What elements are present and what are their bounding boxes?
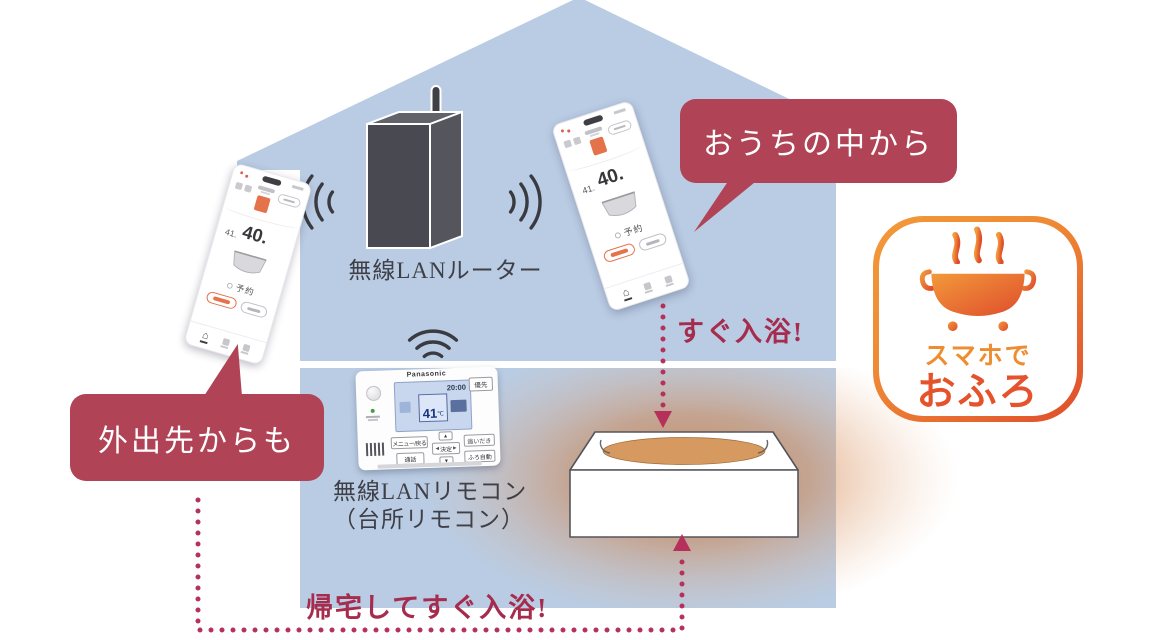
nav-item-icon — [642, 281, 653, 294]
badge-line1: スマホで — [924, 342, 1032, 370]
current-temp: 41. — [224, 226, 239, 240]
remote-speaker — [365, 442, 385, 457]
phone-frame: 41. 40. 予約 ⌂ — [183, 162, 313, 366]
remote-lcd-mode-icon — [399, 401, 411, 413]
status-pill — [582, 114, 604, 126]
remote-lcd: 20:00 41℃ — [393, 379, 473, 433]
clock-icon — [614, 230, 623, 239]
nav-home-icon: ⌂ — [199, 329, 211, 345]
callout-from-inside: おうちの中から — [680, 99, 957, 232]
notification-dot-icon — [560, 129, 565, 133]
wifi-right-icon — [508, 174, 542, 230]
phone-frame: 41. 40. 予約 ⌂ — [550, 99, 692, 313]
dotted-arrow-phone-to-tub — [654, 303, 672, 428]
status-button — [606, 119, 633, 137]
router-label: 無線LANルーター — [348, 258, 543, 283]
remote-eco-led — [370, 408, 375, 413]
app-header-icons — [563, 136, 582, 149]
nav-home-icon: ⌂ — [621, 286, 633, 302]
notification-dot-icon — [566, 129, 571, 133]
status-pill — [261, 175, 282, 186]
reserve-label: 予約 — [234, 282, 256, 298]
bathtub-icon — [919, 269, 1037, 332]
reheat-button: 追いだき — [463, 433, 495, 447]
reserve-label: 予約 — [622, 222, 645, 239]
notification-dot-icon — [245, 174, 249, 178]
bathtub — [569, 431, 799, 538]
tub-illustration-icon — [233, 250, 267, 274]
floor-divider — [300, 361, 836, 368]
arrow-up-button: ▲ — [438, 431, 453, 441]
nav-item-icon — [220, 337, 230, 349]
remote-temp-display: 41℃ — [418, 393, 449, 423]
badge-line2: おふろ — [916, 371, 1040, 414]
tub-illustration-icon — [601, 191, 637, 216]
current-temp: 41. — [580, 182, 596, 196]
nav-item-icon — [663, 274, 674, 287]
signal-battery-icons — [613, 107, 626, 115]
smartphone-bath-badge: スマホで おふろ — [873, 216, 1083, 422]
target-temp: 40. — [239, 222, 270, 249]
remote-label: 無線LANリモコン （台所リモコン） — [333, 478, 527, 534]
bath-water — [602, 437, 766, 465]
steam-icon — [952, 226, 1004, 264]
remote-label-line2: （台所リモコン） — [333, 507, 525, 532]
bathe-now-message: すぐ入浴! — [677, 317, 804, 347]
remote-lcd-status-icon — [450, 399, 467, 413]
arrow-left-icon: ◀ — [435, 445, 440, 451]
remote-clock: 20:00 — [446, 382, 467, 393]
notification-dot-icon — [239, 171, 244, 175]
status-button — [276, 193, 302, 209]
callout-from-outside: 外出先からも — [70, 344, 324, 481]
ok-button: ◀ 決定 ▶ — [431, 441, 461, 455]
signal-battery-icons — [291, 184, 304, 191]
menu-back-button: メニュー/戻る — [390, 436, 429, 450]
kitchen-remote: Panasonic 20:00 41℃ 優先 メニュー/戻る 通話 ▲ ◀ 決定… — [355, 366, 501, 471]
wifi-remote-icon — [407, 329, 459, 359]
arrow-right-icon: ▶ — [452, 445, 457, 451]
target-temp: 40. — [594, 163, 627, 192]
clock-icon — [226, 281, 234, 289]
smartphone-outside: 41. 40. 予約 ⌂ — [183, 162, 313, 366]
bathe-after-home-message: 帰宅してすぐ入浴! — [306, 593, 549, 623]
wifi-router — [366, 85, 463, 250]
remote-label-line1: 無線LANリモコン — [333, 479, 528, 504]
priority-button: 優先 — [468, 376, 494, 392]
smartphone-inside: 41. 40. 予約 ⌂ — [550, 99, 692, 313]
dotted-arrow-outside-to-tub — [195, 497, 691, 633]
nav-item-icon — [240, 343, 251, 355]
remote-power-button — [365, 385, 382, 402]
